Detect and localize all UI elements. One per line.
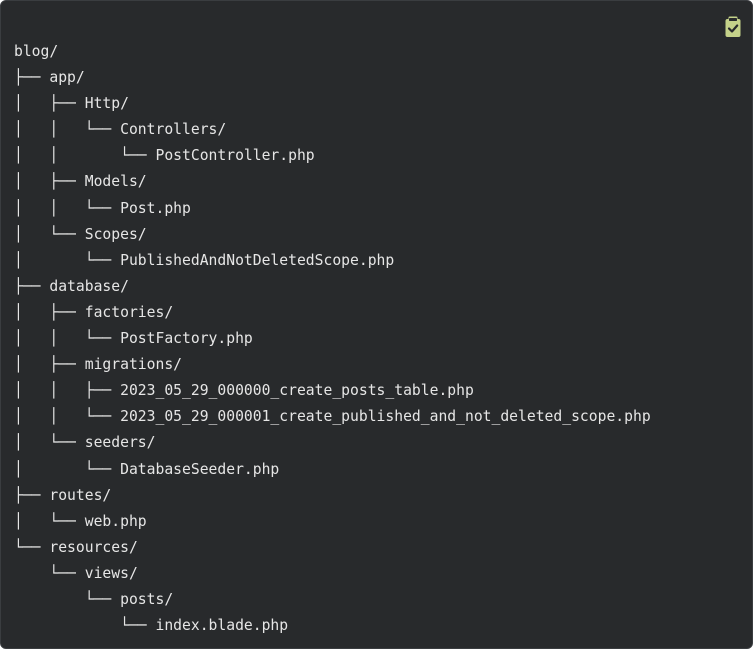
tree-line: └── resources/ [14,538,138,556]
tree-line: ├── routes/ [14,486,112,504]
tree-line: └── index.blade.php [14,617,289,635]
tree-line: │ │ ├── 2023_05_29_000000_create_posts_t… [14,382,474,400]
tree-line: │ │ └── Controllers/ [14,121,227,139]
tree-line: │ │ └── PostController.php [14,147,315,165]
tree-line: ├── database/ [14,277,129,295]
tree-line: └── views/ [14,564,138,582]
tree-line: │ ├── Models/ [14,173,147,191]
tree-line: ├── app/ [14,69,85,87]
tree-line: │ ├── Http/ [14,95,129,113]
tree-line: blog/ [14,43,59,60]
clipboard-check-icon [725,16,741,37]
tree-line: │ └── web.php [14,512,147,530]
tree-line: │ ├── factories/ [14,303,174,321]
tree-line: │ └── Scopes/ [14,225,147,243]
tree-line: │ │ └── PostFactory.php [14,330,253,348]
tree-line: │ │ └── Post.php [14,199,191,217]
tree-line: │ ├── migrations/ [14,356,183,374]
tree-line: │ └── DatabaseSeeder.php [14,460,280,478]
tree-line: │ └── seeders/ [14,434,156,452]
tree-line: │ │ └── 2023_05_29_000001_create_publish… [14,408,651,426]
directory-tree: blog/ ├── app/ │ ├── Http/ │ │ └── Controll… [14,39,651,639]
tree-line: └── posts/ [14,590,174,608]
tree-line: │ └── PublishedAndNotDeletedScope.php [14,251,395,269]
copy-code-button[interactable] [724,16,742,38]
